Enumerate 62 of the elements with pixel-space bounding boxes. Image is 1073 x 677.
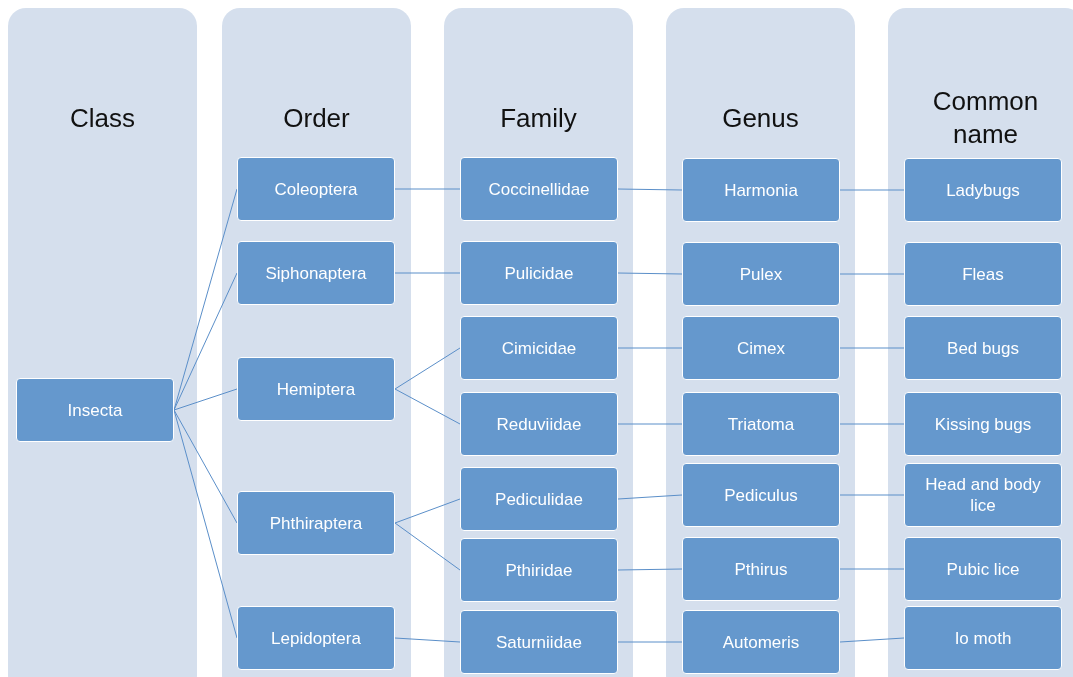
- connector-line: [394, 272, 461, 274]
- taxon-box: Pubic lice: [904, 537, 1062, 601]
- taxon-box: Cimicidae: [460, 316, 618, 380]
- taxon-box: Pulicidae: [460, 241, 618, 305]
- taxon-box: Hemiptera: [237, 357, 395, 421]
- taxon-box: Fleas: [904, 242, 1062, 306]
- column-band: [444, 8, 633, 677]
- connector-line: [394, 188, 461, 190]
- connector-line: [839, 494, 905, 496]
- connector-line: [617, 494, 683, 500]
- connector-line: [394, 498, 461, 524]
- taxon-box: Pediculidae: [460, 467, 618, 531]
- connector-line: [839, 568, 905, 570]
- taxon-box: Saturniidae: [460, 610, 618, 674]
- connector-line: [839, 423, 905, 425]
- connector-line: [394, 522, 461, 571]
- connector-line: [617, 641, 683, 643]
- taxon-box: Pediculus: [682, 463, 840, 527]
- taxon-box: Phthiraptera: [237, 491, 395, 555]
- taxon-box: Lepidoptera: [237, 606, 395, 670]
- taxon-box: Coccinellidae: [460, 157, 618, 221]
- connector-line: [839, 347, 905, 349]
- connector-line: [394, 388, 461, 425]
- column-band: [222, 8, 411, 677]
- taxon-box: Io moth: [904, 606, 1062, 670]
- taxon-box: Coleoptera: [237, 157, 395, 221]
- column-heading: Class: [69, 101, 136, 135]
- taxon-box: Pulex: [682, 242, 840, 306]
- taxon-box: Automeris: [682, 610, 840, 674]
- column-heading: Family: [499, 101, 578, 135]
- connector-line: [173, 272, 238, 411]
- connector-line: [617, 347, 683, 349]
- column-band: [666, 8, 855, 677]
- column-band: [8, 8, 197, 677]
- connector-line: [617, 272, 683, 275]
- taxon-box: Insecta: [16, 378, 174, 442]
- taxon-box: Harmonia: [682, 158, 840, 222]
- connector-line: [173, 409, 238, 524]
- connector-line: [617, 423, 683, 425]
- connector-line: [839, 189, 905, 191]
- column-band: [888, 8, 1073, 677]
- taxon-box: Kissing bugs: [904, 392, 1062, 456]
- connector-line: [394, 637, 461, 643]
- taxon-box: Pthirus: [682, 537, 840, 601]
- connector-line: [839, 273, 905, 275]
- taxon-box: Triatoma: [682, 392, 840, 456]
- taxon-box: Siphonaptera: [237, 241, 395, 305]
- connector-line: [394, 347, 461, 390]
- taxon-box: Cimex: [682, 316, 840, 380]
- taxon-box: Bed bugs: [904, 316, 1062, 380]
- column-heading: Common name: [931, 85, 1040, 151]
- taxon-box: Pthiridae: [460, 538, 618, 602]
- column-heading: Genus: [721, 101, 800, 135]
- taxon-box: Ladybugs: [904, 158, 1062, 222]
- taxon-box: Reduviidae: [460, 392, 618, 456]
- connector-line: [173, 409, 238, 639]
- taxon-box: Head and body lice: [904, 463, 1062, 527]
- connector-line: [839, 637, 905, 643]
- connector-line: [617, 188, 683, 191]
- connector-line: [173, 388, 238, 411]
- connector-line: [617, 568, 683, 571]
- column-heading: Order: [282, 101, 351, 135]
